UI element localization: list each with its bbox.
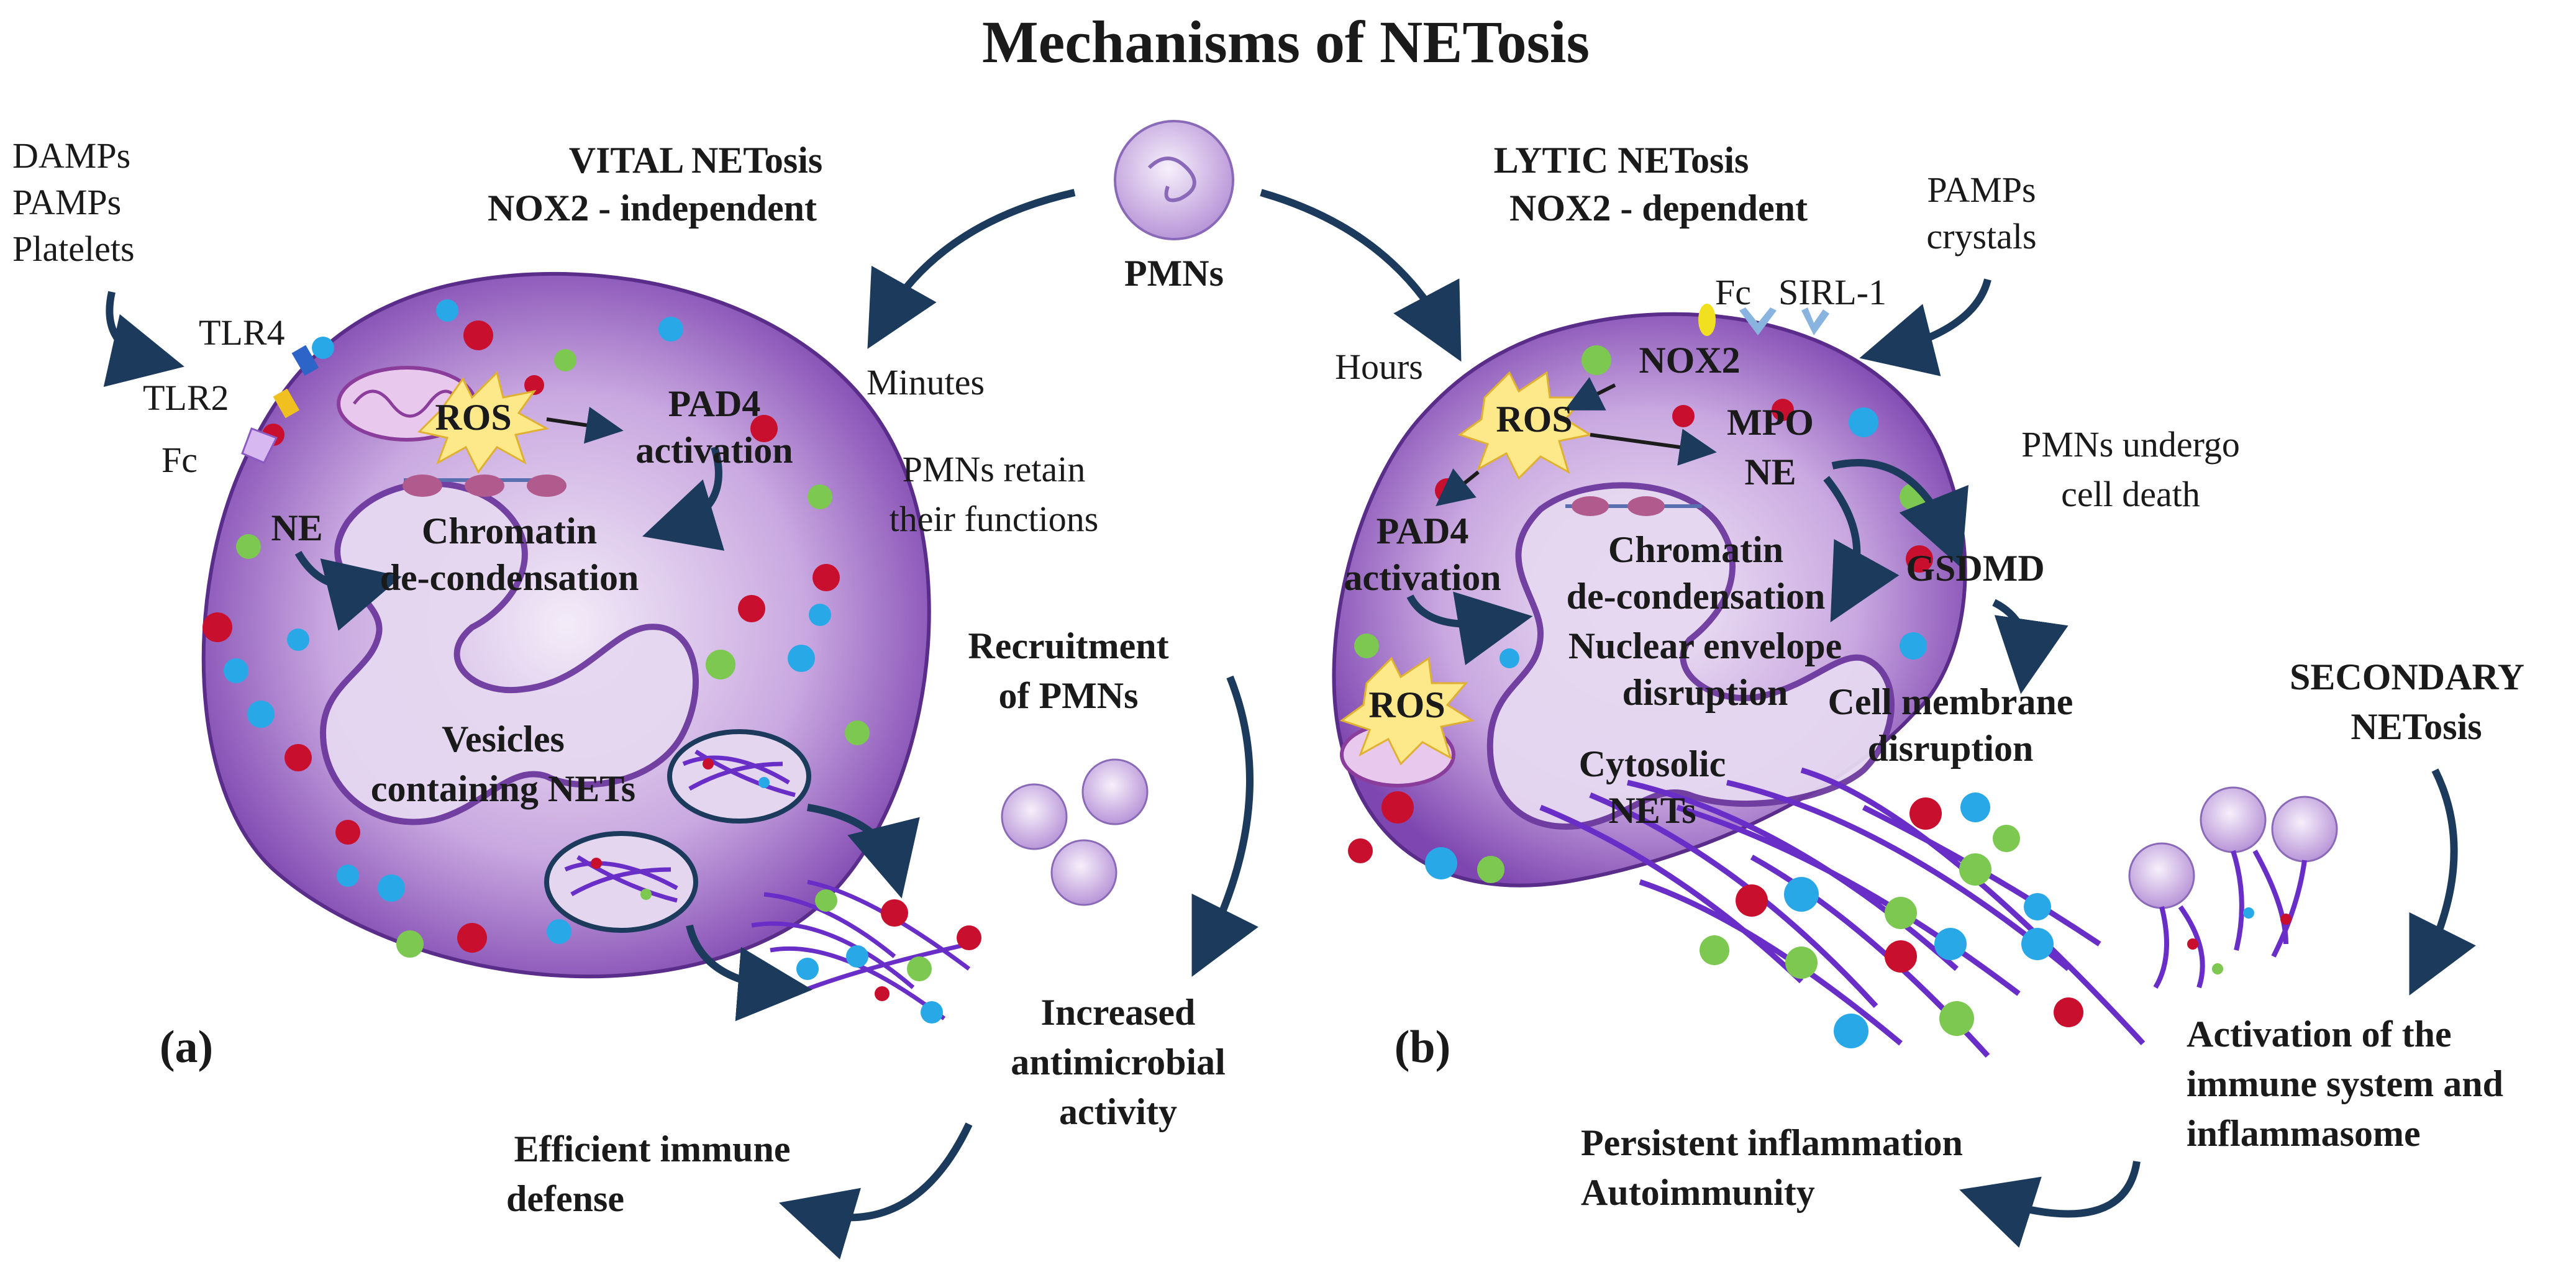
secondary-label: SECONDARY — [2290, 656, 2524, 697]
vesicles-label: Vesicles — [442, 719, 565, 760]
defense-label-2: defense — [506, 1178, 624, 1219]
containing-nets-label: containing NETs — [371, 768, 635, 809]
stimulus-platelets: Platelets — [12, 229, 135, 269]
granules — [203, 299, 870, 958]
cell-death-label: PMNs undergo — [2021, 424, 2240, 465]
activation-label-3: inflammasome — [2187, 1113, 2421, 1154]
stimulus-crystals: crystals — [1926, 216, 2036, 256]
ros-star-icon-right — [1457, 371, 1593, 480]
decondensation-label: de-condensation — [380, 557, 639, 598]
lytic-netosis-heading: LYTIC NETosis — [1494, 140, 1749, 181]
activation-label-2: immune system and — [2187, 1063, 2503, 1104]
pad4-label: PAD4 — [668, 383, 761, 424]
mpo-label: MPO — [1727, 402, 1814, 443]
retain-functions-label-2: their functions — [890, 499, 1099, 539]
panel-label-a: (a) — [160, 1022, 213, 1073]
vesicle-icon — [544, 729, 811, 933]
nox2-label: NOX2 — [1639, 340, 1740, 381]
released-nets — [751, 879, 981, 1024]
pad4-activation-label-right: activation — [1344, 557, 1501, 598]
receptor-tlr2: TLR2 — [143, 378, 229, 418]
decondensation-label-right: de-condensation — [1567, 576, 1826, 617]
pad4-activation-label: activation — [635, 430, 793, 471]
activation-label-1: Activation of the — [2187, 1014, 2452, 1055]
receptor-sirl1: SIRL-1 — [1778, 272, 1886, 312]
diagram-title: Mechanisms of NETosis — [982, 9, 1590, 75]
nuclear-envelope-disruption-label: disruption — [1623, 672, 1788, 713]
antimicrobial-label-2: antimicrobial — [1011, 1042, 1226, 1083]
nox2-dependent-heading: NOX2 - dependent — [1509, 188, 1808, 229]
secondary-netosis-pmns-icon — [2128, 786, 2338, 989]
panel-label-b: (b) — [1395, 1022, 1450, 1073]
ros-star-icon-lower — [1339, 656, 1475, 766]
ne-label: NE — [271, 507, 322, 548]
stimulus-pamps: PAMPs — [12, 182, 121, 222]
vital-netosis-heading: VITAL NETosis — [569, 140, 823, 181]
inflammation-label: Persistent inflammation — [1581, 1122, 1963, 1163]
chromatin-spools-icon-right — [1565, 496, 1702, 516]
autoimmunity-label: Autoimmunity — [1581, 1172, 1815, 1213]
receptor-tlr4: TLR4 — [199, 312, 285, 353]
receptor-fc-right: Fc — [1715, 272, 1751, 312]
recruited-pmns-icon — [1001, 758, 1149, 906]
short-arrows — [546, 377, 1717, 506]
stimulus-damps: DAMPs — [12, 135, 130, 176]
receptor-fc: Fc — [162, 440, 198, 480]
retain-functions-label: PMNs retain — [903, 449, 1086, 489]
arrows — [103, 189, 2476, 1260]
ros-star-icon — [417, 371, 550, 474]
receptor-icons — [241, 345, 319, 464]
pmn-cell-icon — [1114, 120, 1234, 240]
defense-label: Efficient immune — [514, 1128, 791, 1169]
chromatin-label-right: Chromatin — [1608, 529, 1783, 570]
minutes-label: Minutes — [867, 362, 985, 402]
antimicrobial-label-1: Increased — [1041, 992, 1196, 1033]
secondary-netosis-label: NETosis — [2351, 706, 2482, 747]
cell-death-label-2: cell death — [2061, 474, 2200, 514]
antimicrobial-label-3: activity — [1059, 1091, 1177, 1132]
nox2-independent-heading: NOX2 - independent — [488, 188, 817, 229]
cell-membrane-label: Cell membrane — [1828, 681, 2073, 722]
ros-label-lower: ROS — [1368, 684, 1445, 725]
stimulus-pamps-right: PAMPs — [1927, 170, 2036, 210]
hours-label: Hours — [1335, 347, 1423, 387]
nets-label: NETs — [1608, 790, 1696, 831]
ne-label-right: NE — [1744, 452, 1796, 493]
ros-label: ROS — [435, 397, 511, 438]
vital-netosis-cell — [201, 271, 931, 979]
cell-membrane-disruption-label: disruption — [1868, 728, 2034, 769]
pad4-label-right: PAD4 — [1377, 511, 1469, 552]
chromatin-label: Chromatin — [422, 511, 597, 552]
pmns-label: PMNs — [1124, 253, 1224, 294]
gsdmd-label: GSDMD — [1906, 548, 2044, 589]
recruitment-label-2: of PMNs — [999, 675, 1139, 716]
ros-label-right: ROS — [1496, 399, 1572, 440]
chromatin-spools-icon — [403, 474, 567, 497]
recruitment-label: Recruitment — [968, 625, 1168, 666]
cytosolic-label: Cytosolic — [1579, 743, 1726, 784]
receptor-icons-right — [1698, 304, 1829, 336]
cytosolic-nets — [1539, 767, 2146, 1058]
nuclear-envelope-label: Nuclear envelope — [1568, 625, 1842, 666]
